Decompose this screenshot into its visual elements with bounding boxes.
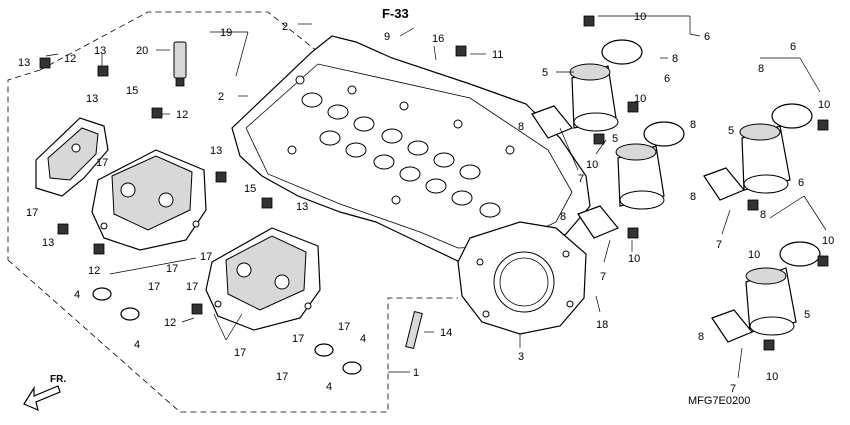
callout-6: 6 (798, 177, 804, 189)
callout-17: 17 (200, 251, 212, 263)
cam-holder-lower[interactable] (205, 227, 321, 331)
callout-6: 6 (704, 31, 710, 43)
callout-20: 20 (136, 45, 148, 57)
hose-clamps[interactable] (531, 105, 753, 343)
callout-11: 11 (492, 49, 503, 61)
valve-pockets (287, 75, 525, 237)
callout-10: 10 (634, 93, 646, 105)
callout-5: 5 (804, 309, 810, 321)
callout-17: 17 (186, 281, 198, 293)
cylinder-head[interactable] (231, 35, 591, 263)
callout-5: 5 (542, 67, 548, 79)
callout-13: 13 (210, 145, 222, 157)
callout-2: 2 (282, 21, 288, 33)
callout-10: 10 (766, 371, 778, 383)
callout-10: 10 (818, 99, 830, 111)
spark-plug[interactable] (173, 41, 187, 87)
intake-insulator-4[interactable] (745, 241, 821, 336)
callout-6: 6 (664, 73, 670, 85)
callout-6: 6 (790, 41, 796, 53)
callout-7: 7 (578, 173, 584, 185)
callout-5: 5 (728, 125, 734, 137)
callout-2: 2 (218, 91, 224, 103)
callout-15: 15 (126, 85, 138, 97)
callout-8: 8 (690, 191, 696, 203)
intake-insulator-1[interactable] (569, 39, 643, 132)
callout-16: 16 (432, 33, 444, 45)
cam-holder-upper[interactable] (91, 149, 207, 251)
callout-8: 8 (518, 121, 524, 133)
callout-17: 17 (276, 371, 288, 383)
head-gasket[interactable] (457, 221, 587, 335)
callout-4: 4 (74, 289, 80, 301)
callout-8: 8 (760, 209, 766, 221)
callout-labels: 1 2 2 3 4 4 4 4 5 5 5 5 6 6 6 6 7 7 7 7 … (18, 11, 834, 395)
stud-bolt[interactable] (405, 310, 423, 350)
callout-8: 8 (690, 119, 696, 131)
callout-13: 13 (86, 93, 98, 105)
intake-insulator-3[interactable] (739, 103, 813, 194)
callout-12: 12 (64, 53, 76, 65)
callout-7: 7 (600, 271, 606, 283)
callout-12: 12 (88, 265, 100, 277)
callout-10: 10 (822, 235, 834, 247)
callout-7: 7 (716, 239, 722, 251)
callout-5: 5 (612, 133, 618, 145)
callout-4: 4 (134, 339, 140, 351)
callout-8: 8 (560, 211, 566, 223)
leader-lines (45, 15, 827, 379)
callout-13: 13 (42, 237, 54, 249)
intake-insulator-2[interactable] (615, 121, 685, 210)
callout-8: 8 (698, 331, 704, 343)
assembly-outline (7, 11, 458, 413)
callout-4: 4 (360, 333, 366, 345)
callout-12: 12 (176, 109, 188, 121)
callout-7: 7 (730, 383, 736, 395)
callout-17: 17 (338, 321, 350, 333)
callout-12: 12 (164, 317, 176, 329)
callout-18: 18 (596, 319, 608, 331)
callout-14: 14 (440, 327, 452, 339)
callout-17: 17 (26, 207, 38, 219)
callout-3: 3 (518, 351, 524, 363)
callout-17: 17 (292, 333, 304, 345)
callout-13: 13 (296, 201, 308, 213)
callout-10: 10 (748, 249, 760, 261)
callout-17: 17 (148, 281, 160, 293)
callout-8: 8 (758, 63, 764, 75)
callout-1: 1 (413, 367, 419, 379)
front-arrow-label: FR. (50, 374, 66, 385)
breather-bracket[interactable] (35, 117, 109, 197)
o-rings[interactable] (92, 287, 362, 375)
reference-label[interactable]: F-33 (382, 6, 409, 21)
callout-15: 15 (244, 183, 256, 195)
callout-13: 13 (18, 57, 30, 69)
callout-8: 8 (672, 53, 678, 65)
bolts[interactable] (39, 15, 829, 351)
callout-19: 19 (220, 27, 232, 39)
callout-13: 13 (94, 45, 106, 57)
callout-9: 9 (384, 31, 390, 43)
callout-10: 10 (586, 159, 598, 171)
front-arrow-icon: FR. (23, 374, 66, 412)
callout-17: 17 (96, 157, 108, 169)
diagram-code: MFG7E0200 (688, 395, 750, 407)
callout-10: 10 (634, 11, 646, 23)
callout-4: 4 (326, 381, 332, 393)
callout-17: 17 (234, 347, 246, 359)
callout-17: 17 (166, 263, 178, 275)
callout-10: 10 (628, 253, 640, 265)
